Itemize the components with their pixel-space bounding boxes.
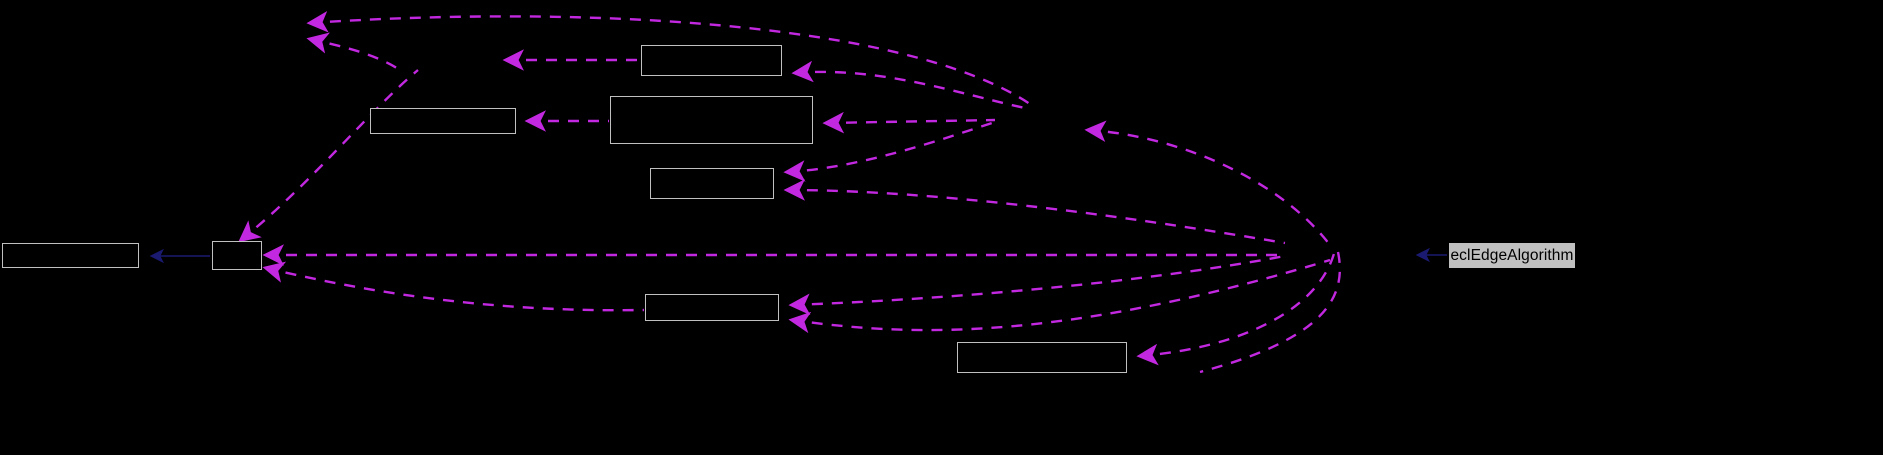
edge-top-second-return <box>306 32 401 72</box>
node-left-inner[interactable] <box>212 241 262 270</box>
node-mid-big[interactable] <box>610 96 813 144</box>
edge-bottom-in <box>1136 249 1337 366</box>
node-left-outer[interactable] <box>2 243 139 268</box>
edge-mid-big-right-in <box>822 111 996 134</box>
edge-mid-small-right-in-a <box>783 120 996 182</box>
node-lower-mid[interactable] <box>645 294 779 321</box>
node-mid-left[interactable] <box>370 108 516 134</box>
edge-left-inner-up-curve <box>238 69 419 243</box>
node-bottom[interactable] <box>957 342 1127 373</box>
node-top-center[interactable] <box>641 45 782 76</box>
edge-lower-mid-in-b <box>788 258 1331 334</box>
edge-left-inner-lower-curve <box>262 261 645 312</box>
edge-right-hub-down <box>1199 251 1342 374</box>
edge-top-long-return <box>306 11 1031 106</box>
edge-top-center-right-in <box>791 60 1026 110</box>
node-root-label: eclEdgeAlgorithm <box>1450 246 1574 264</box>
edge-lower-mid-in-a <box>788 254 1286 316</box>
edge-mid-small-right-in-b <box>783 179 1286 245</box>
node-root-ecl-edge-algorithm[interactable]: eclEdgeAlgorithm <box>1449 243 1575 268</box>
node-mid-small[interactable] <box>650 168 774 199</box>
edge-right-upper-arrow <box>1084 120 1331 246</box>
